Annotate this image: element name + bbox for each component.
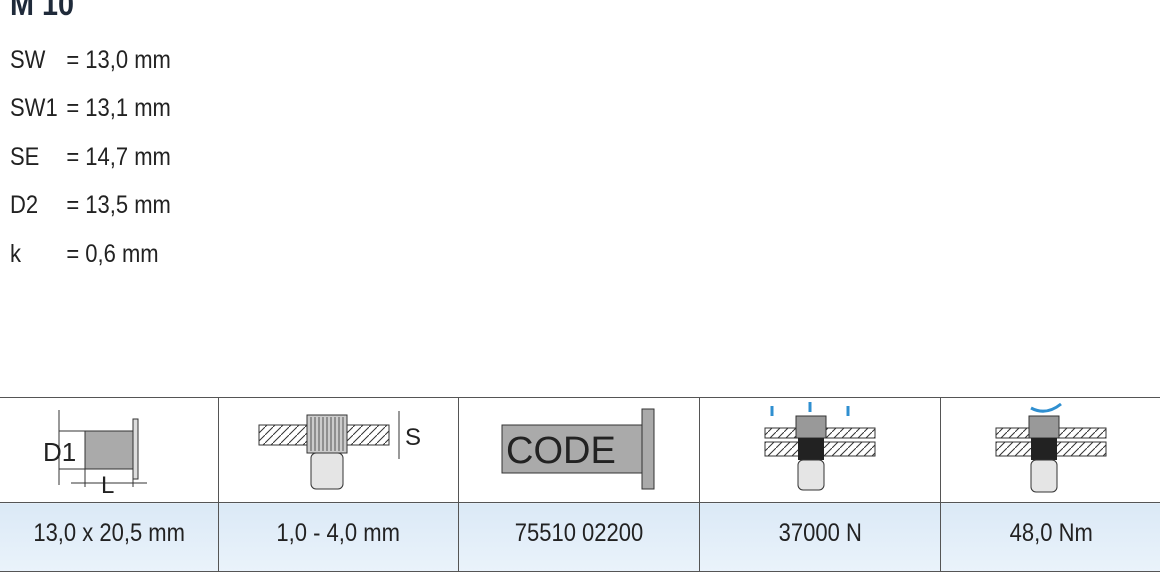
grip-range-icon: S [249, 403, 429, 498]
spec-value: = 13,5 mm [66, 191, 171, 221]
grip-range-diagram-cell: S [219, 398, 459, 503]
torque-value: 48,0 Nm [941, 503, 1160, 572]
spec-key: SW [10, 46, 66, 76]
tensile-force-value: 37000 N [700, 503, 941, 572]
code-icon: CODE [494, 405, 664, 495]
torque-icon [991, 400, 1111, 500]
spec-value: = 0,6 mm [66, 240, 158, 270]
spec-value: = 13,0 mm [66, 46, 171, 76]
value-text: 48,0 Nm [1009, 519, 1092, 548]
page-title: M 10 [10, 0, 74, 23]
spec-value: = 13,1 mm [66, 94, 171, 124]
value-text: 1,0 - 4,0 mm [277, 519, 400, 548]
spec-sw: SW= 13,0 mm [10, 46, 171, 76]
code-label: CODE [506, 430, 616, 472]
spec-table: D1 L S CODE [0, 397, 1160, 572]
s-label: S [405, 424, 421, 451]
spec-key: SW1 [10, 94, 66, 124]
size-value: 13,0 x 20,5 mm [0, 503, 219, 572]
spec-value: = 14,7 mm [66, 143, 171, 173]
spec-d2: D2= 13,5 mm [10, 191, 171, 221]
value-text: 75510 02200 [515, 519, 643, 548]
spec-key: D2 [10, 191, 66, 221]
value-text: 13,0 x 20,5 mm [33, 519, 185, 548]
tensile-force-icon [760, 400, 880, 500]
dimension-diagram-cell: D1 L [0, 398, 219, 503]
spec-key: SE [10, 143, 66, 173]
d1-label: D1 [43, 437, 76, 467]
spec-se: SE= 14,7 mm [10, 143, 171, 173]
value-text: 37000 N [778, 519, 861, 548]
spec-k: k= 0,6 mm [10, 240, 159, 270]
rivet-dimensions-icon: D1 L [29, 405, 189, 495]
grip-range-value: 1,0 - 4,0 mm [219, 503, 459, 572]
spec-key: k [10, 240, 66, 270]
l-label: L [101, 472, 114, 495]
torque-diagram-cell [941, 398, 1160, 503]
spec-sw1: SW1= 13,1 mm [10, 94, 171, 124]
tensile-force-diagram-cell [700, 398, 941, 503]
code-diagram-cell: CODE [459, 398, 700, 503]
code-value: 75510 02200 [459, 503, 700, 572]
